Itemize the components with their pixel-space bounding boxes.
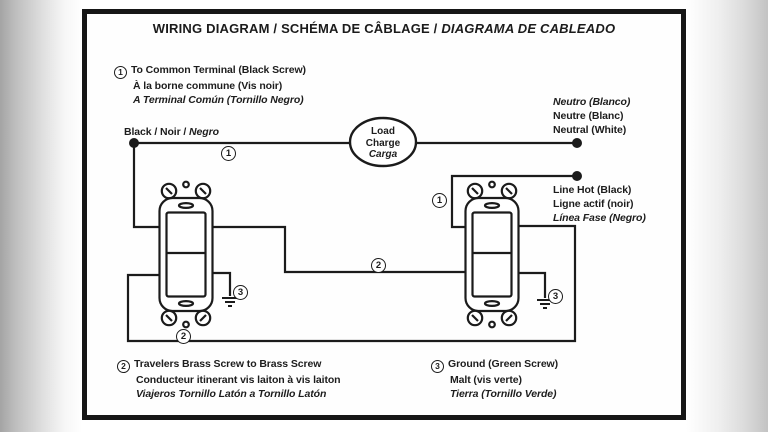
load-es: Carga bbox=[368, 149, 398, 160]
load-label: Load Charge Carga bbox=[353, 126, 413, 161]
line-hot-en: Line Hot (Black) bbox=[553, 184, 632, 196]
note-ground: 3 Ground (Green Screw) Malt (vis verte) T… bbox=[431, 357, 558, 401]
note-travelers: 2 Travelers Brass Screw to Brass Screw Co… bbox=[117, 357, 341, 401]
note-ground-en: Ground (Green Screw) bbox=[448, 358, 559, 370]
neutral-fr: Neutre (Blanc) bbox=[553, 110, 624, 122]
label-separator: / bbox=[151, 126, 160, 138]
callout-2-traveler-lower: 2 bbox=[176, 329, 191, 344]
note-common-number: 1 bbox=[114, 65, 127, 79]
wire-label-black: Black / Noir / Negro bbox=[124, 125, 219, 139]
note-ground-es: Tierra (Tornillo Verde) bbox=[450, 387, 557, 400]
load-fr: Charge bbox=[365, 137, 401, 149]
neutral-en: Neutral (White) bbox=[553, 124, 627, 136]
callout-1-line-hot-wire: 1 bbox=[432, 193, 447, 208]
title-separator: / bbox=[269, 21, 282, 36]
neutral-es: Neutro (Blanco) bbox=[553, 96, 631, 108]
line-hot-fr: Ligne actif (noir) bbox=[553, 198, 634, 210]
note-common-line-en: 1 To Common Terminal (Black Screw) bbox=[114, 63, 306, 79]
wire-label-neutral: Neutro (Blanco) Neutre (Blanc) Neutral (… bbox=[553, 95, 630, 137]
black-en: Black bbox=[124, 126, 152, 138]
note-ground-number: 3 bbox=[431, 359, 444, 373]
line-hot-es: Línea Fase (Negro) bbox=[553, 212, 646, 224]
note-common-en: To Common Terminal (Black Screw) bbox=[131, 64, 306, 76]
load-en: Load bbox=[371, 126, 395, 137]
note-common-es: A Terminal Común (Tornillo Negro) bbox=[133, 93, 304, 106]
title-fr: SCHÉMA DE CÂBLAGE bbox=[281, 21, 430, 36]
callout-1-common-wire: 1 bbox=[221, 146, 236, 161]
note-travelers-number: 2 bbox=[117, 359, 130, 373]
callout-3-ground-left: 3 bbox=[233, 285, 248, 300]
callout-2-traveler-upper: 2 bbox=[371, 258, 386, 273]
note-common-fr: À la borne commune (Vis noir) bbox=[133, 79, 283, 92]
title-separator: / bbox=[429, 21, 442, 36]
black-es: Negro bbox=[189, 126, 219, 138]
note-ground-line-en: 3 Ground (Green Screw) bbox=[431, 357, 558, 373]
diagram-title: WIRING DIAGRAM / SCHÉMA DE CÂBLAGE / DIA… bbox=[82, 21, 686, 36]
note-travelers-fr: Conducteur itinerant vis laiton à vis la… bbox=[136, 373, 341, 386]
label-separator: / bbox=[180, 126, 190, 138]
title-en: WIRING DIAGRAM bbox=[152, 21, 270, 36]
callout-3-ground-right: 3 bbox=[548, 289, 563, 304]
note-ground-fr: Malt (vis verte) bbox=[450, 373, 522, 386]
photo-edge-left bbox=[0, 0, 82, 432]
black-fr: Noir bbox=[159, 126, 181, 138]
wire-label-line-hot: Line Hot (Black) Ligne actif (noir) Líne… bbox=[553, 183, 646, 225]
photo-edge-right bbox=[686, 0, 768, 432]
note-travelers-es: Viajeros Tornillo Latón a Tornillo Latón bbox=[136, 387, 327, 400]
note-common: 1 To Common Terminal (Black Screw) À la b… bbox=[114, 63, 306, 107]
note-travelers-line-en: 2 Travelers Brass Screw to Brass Screw bbox=[117, 357, 340, 373]
note-travelers-en: Travelers Brass Screw to Brass Screw bbox=[134, 358, 322, 370]
title-es: DIAGRAMA DE CABLEADO bbox=[441, 21, 616, 36]
